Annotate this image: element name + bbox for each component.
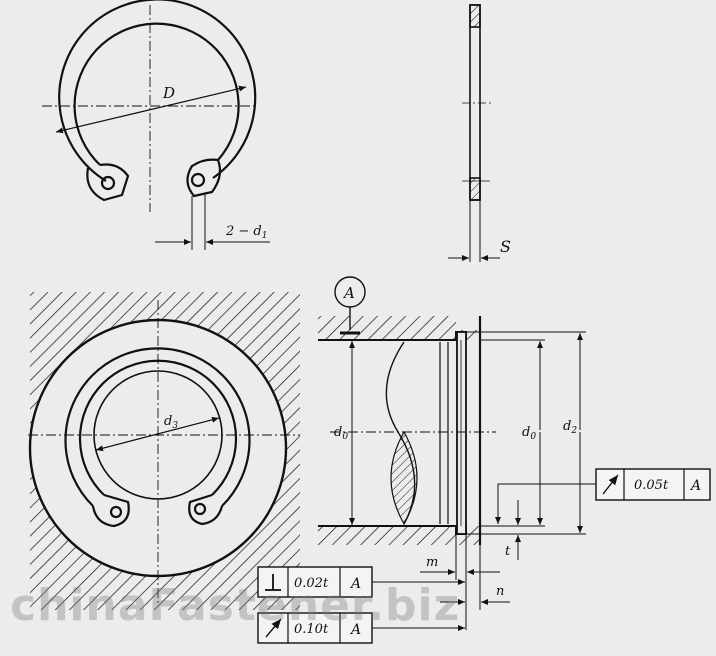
label-d0-left: d0: [334, 425, 348, 442]
runout-leader-right: [495, 483, 596, 524]
dim-m: [420, 534, 500, 630]
right-lug: [186, 158, 222, 198]
circlip-outer-edge: [58, 0, 257, 182]
installed-outer-edge: [64, 347, 251, 507]
circlip-front-view: [58, 0, 257, 202]
groove-section-view: [318, 316, 496, 545]
runout-bottom-datum: A: [349, 622, 361, 638]
dim-n: [440, 545, 510, 610]
installed-right-lug: [188, 493, 224, 526]
runout-bottom-value: 0.10t: [294, 622, 329, 637]
label-n: n: [496, 584, 504, 599]
dim-S: [448, 200, 500, 262]
runout-right-datum: A: [689, 478, 701, 494]
circlip-section: [456, 331, 467, 535]
circlip-front-centerlines: [42, 5, 255, 212]
label-t: t: [505, 544, 511, 559]
frame-leaders-bottom: [372, 579, 465, 631]
perpendicularity-datum: A: [349, 576, 361, 592]
datum-A-label: A: [342, 284, 355, 302]
perpendicularity-value: 0.02t: [294, 576, 329, 591]
left-lug-hole: [100, 175, 116, 191]
tolerance-frame-runout-right: [595, 468, 711, 501]
perpendicular-icon: [265, 574, 281, 591]
circlip-inner-edge: [73, 22, 240, 166]
dim-d0-right: [466, 331, 586, 535]
left-lug: [86, 163, 130, 202]
label-d1: 2 − d1: [225, 224, 267, 241]
right-lug-hole: [190, 172, 206, 188]
installed-centerlines: [28, 300, 300, 605]
label-d0-right: d0: [522, 425, 536, 442]
runout-arrow-icon: [602, 474, 619, 495]
label-d3: d3: [164, 414, 178, 431]
circlip-side-view: [462, 4, 492, 201]
runout-arrow-icon: [265, 618, 282, 638]
bore-housing-section: [28, 292, 300, 610]
datum-A-marker: [334, 276, 366, 335]
tolerance-frame-perpendicularity: [257, 566, 373, 598]
label-D: D: [162, 84, 175, 102]
label-d2: d2: [563, 419, 577, 436]
dim-D: [55, 85, 247, 134]
runout-right-value: 0.05t: [634, 478, 669, 493]
label-m: m: [426, 555, 438, 570]
tolerance-frame-runout-bottom: [257, 612, 373, 644]
dim-d1: [155, 194, 270, 250]
installed-right-hole: [193, 502, 207, 516]
installed-left-hole: [109, 505, 123, 519]
installed-left-lug: [91, 493, 130, 528]
dim-d3: [95, 416, 220, 452]
label-S: S: [500, 237, 511, 256]
